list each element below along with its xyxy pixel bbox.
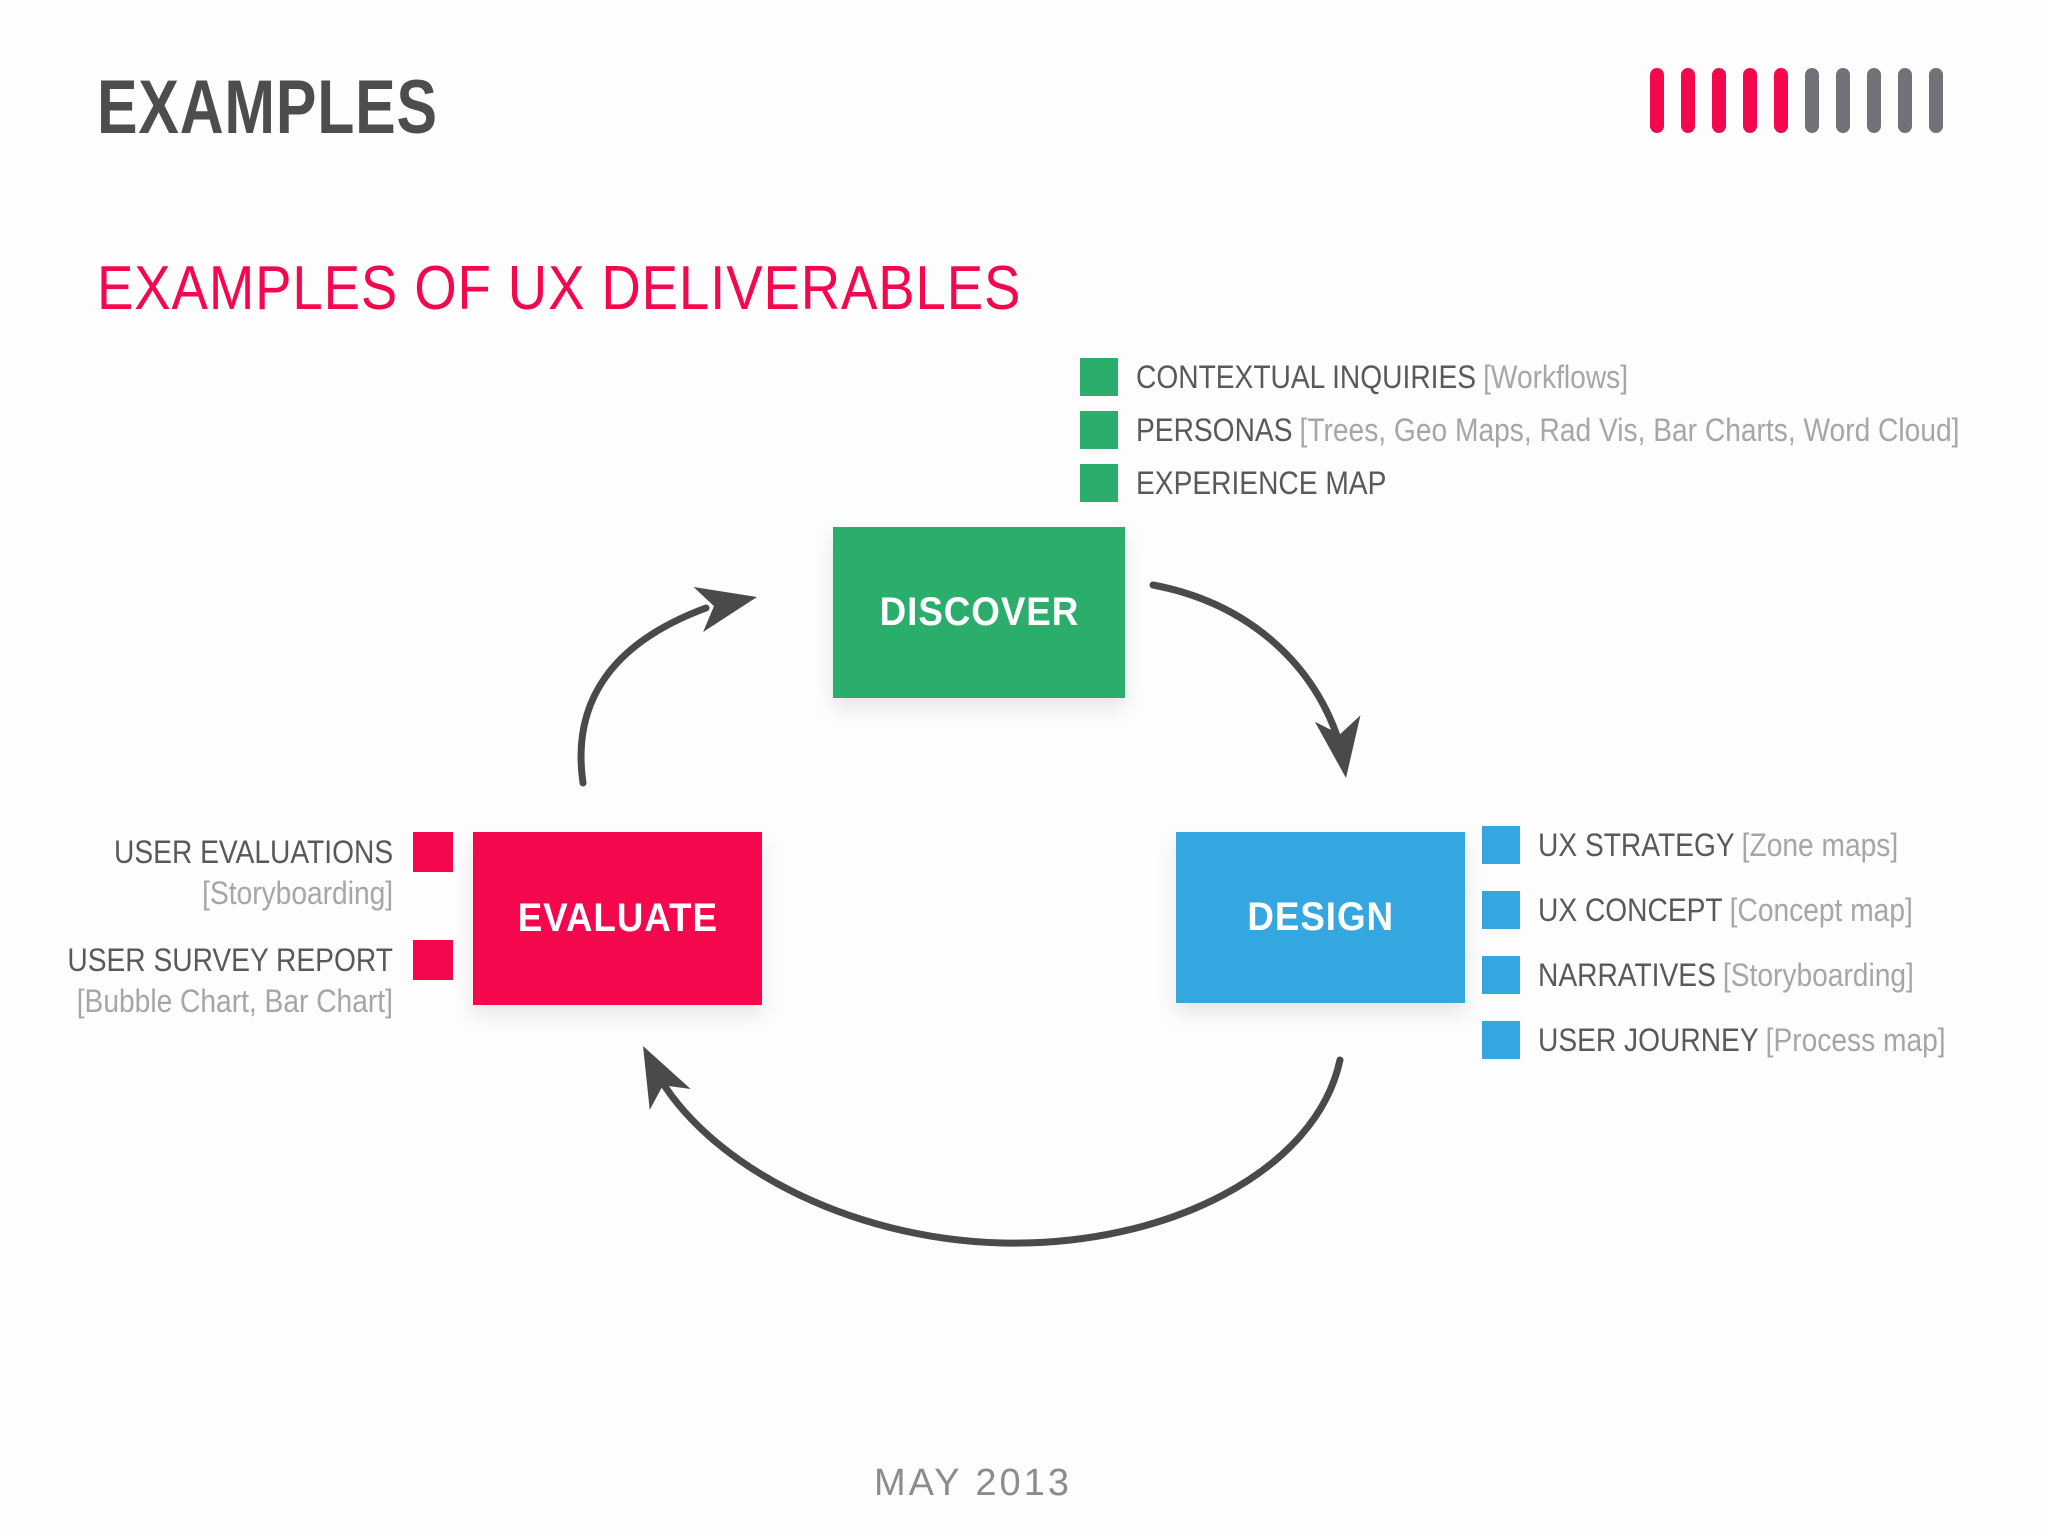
pink-bullet-icon — [413, 832, 453, 872]
deco-bar-icon — [1712, 68, 1726, 133]
page-subtitle: EXAMPLES OF UX DELIVERABLES — [97, 254, 1022, 323]
list-item-label: USER EVALUATIONS — [113, 834, 393, 870]
green-bullet-icon — [1080, 411, 1118, 449]
design-stage-box: DESIGN — [1176, 832, 1465, 1003]
arrowhead-icon — [643, 1046, 691, 1110]
arrowhead-icon — [1314, 715, 1361, 778]
blue-bullet-icon — [1482, 826, 1520, 864]
deco-bar-icon — [1650, 68, 1664, 133]
evaluate-deliverable-item: USER EVALUATIONS [Storyboarding] — [76, 832, 453, 914]
deco-bar-icon — [1867, 68, 1881, 133]
green-bullet-icon — [1080, 464, 1118, 502]
slide-date: MAY 2013 — [874, 1462, 1072, 1504]
blue-bullet-icon — [1482, 891, 1520, 929]
deco-bar-icon — [1929, 68, 1943, 133]
list-item-label: EXPERIENCE MAP — [1136, 464, 1387, 501]
list-item: EXPERIENCE MAP — [1080, 464, 2048, 502]
arrowhead-icon — [693, 586, 757, 632]
list-item-note: [Bubble Chart, Bar Chart] — [76, 983, 394, 1019]
list-item-label: UX STRATEGY — [1538, 826, 1735, 863]
discover-stage-label: DISCOVER — [879, 590, 1079, 634]
list-item-label: UX CONCEPT — [1538, 891, 1723, 928]
list-item-note: [Trees, Geo Maps, Rad Vis, Bar Charts, W… — [1299, 411, 1960, 448]
design-stage-label: DESIGN — [1247, 895, 1394, 939]
green-bullet-icon — [1080, 358, 1118, 396]
arrow-discover-to-design — [1149, 581, 1345, 752]
list-item-note: [Process map] — [1765, 1021, 1946, 1058]
deco-bar-icon — [1898, 68, 1912, 133]
deco-bar-icon — [1836, 68, 1850, 133]
deco-bar-icon — [1805, 68, 1819, 133]
evaluate-stage-label: EVALUATE — [517, 896, 718, 940]
list-item-label: CONTEXTUAL INQUIRIES — [1136, 358, 1477, 395]
pink-bullet-icon — [413, 940, 453, 980]
discover-deliverables-list: CONTEXTUAL INQUIRIES[Workflows] PERSONAS… — [1080, 358, 2048, 517]
design-deliverables-list: UX STRATEGY[Zone maps] UX CONCEPT[Concep… — [1482, 825, 2001, 1085]
deco-bars — [1650, 68, 1943, 133]
discover-stage-box: DISCOVER — [833, 527, 1125, 698]
arrow-evaluate-to-discover — [577, 604, 710, 787]
list-item-note: [Storyboarding] — [202, 875, 393, 911]
list-item: CONTEXTUAL INQUIRIES[Workflows] — [1080, 358, 2048, 396]
list-item-label: USER SURVEY REPORT — [67, 942, 393, 978]
list-item-label: USER JOURNEY — [1538, 1021, 1759, 1058]
list-item-label: NARRATIVES — [1538, 956, 1716, 993]
page-title: EXAMPLES — [97, 65, 438, 150]
list-item: NARRATIVES[Storyboarding] — [1482, 955, 2001, 995]
deco-bar-icon — [1774, 68, 1788, 133]
list-item: UX STRATEGY[Zone maps] — [1482, 825, 2001, 865]
list-item-note: [Workflows] — [1483, 358, 1629, 395]
deco-bar-icon — [1743, 68, 1757, 133]
list-item-note: [Storyboarding] — [1722, 956, 1914, 993]
blue-bullet-icon — [1482, 1021, 1520, 1059]
evaluate-stage-box: EVALUATE — [473, 832, 762, 1005]
list-item-note: [Zone maps] — [1741, 826, 1899, 863]
evaluate-deliverable-item: USER SURVEY REPORT [Bubble Chart, Bar Ch… — [23, 940, 453, 1022]
list-item-label: PERSONAS — [1136, 411, 1293, 448]
list-item-note: [Concept map] — [1729, 891, 1913, 928]
blue-bullet-icon — [1482, 956, 1520, 994]
arrow-design-to-evaluate — [651, 1056, 1344, 1247]
deco-bar-icon — [1681, 68, 1695, 133]
list-item: PERSONAS[Trees, Geo Maps, Rad Vis, Bar C… — [1080, 411, 2048, 449]
list-item: USER JOURNEY[Process map] — [1482, 1020, 2001, 1060]
list-item: UX CONCEPT[Concept map] — [1482, 890, 2001, 930]
